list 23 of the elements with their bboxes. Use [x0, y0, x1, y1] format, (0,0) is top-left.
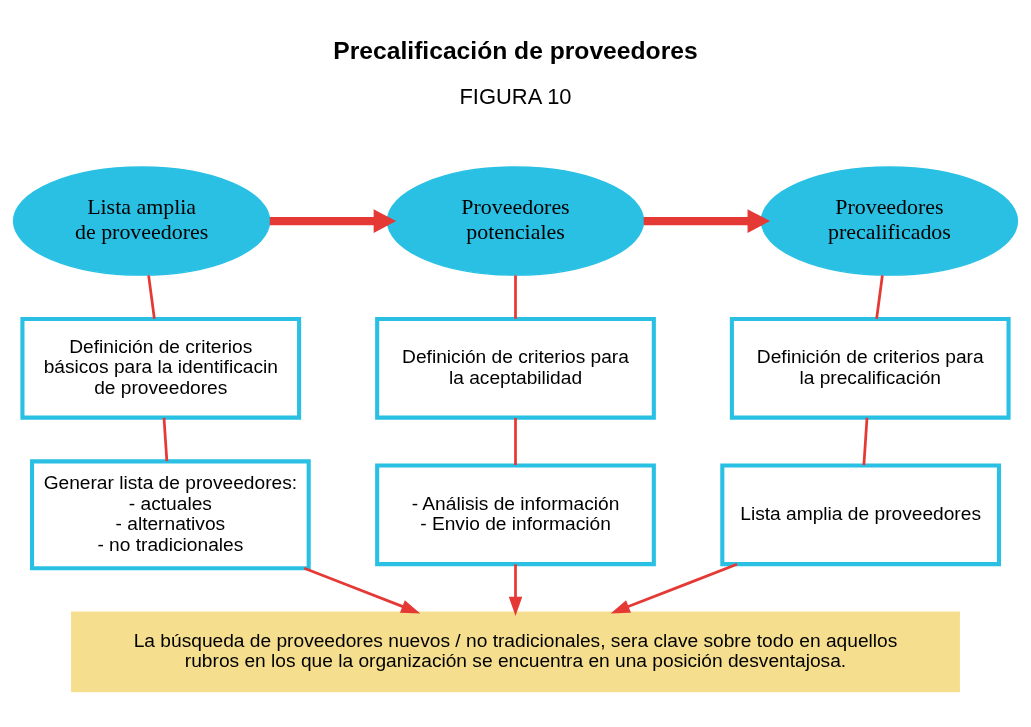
- label: FIGURA 10: [459, 83, 572, 109]
- arrow: [643, 209, 771, 233]
- node-box: - Análisis de información - Envio de información: [375, 463, 656, 567]
- connector: [514, 275, 517, 319]
- node-ellipse: Proveedores precalificados: [760, 166, 1019, 276]
- arrow: [610, 563, 738, 614]
- connector: [862, 417, 869, 466]
- connector: [162, 417, 169, 462]
- arrow: [508, 564, 523, 617]
- node-box: Definición de criterios básicos para la identificacin de proveedores: [20, 316, 302, 420]
- connector: [875, 275, 884, 319]
- node-box: Definición de criterios para la aceptabilidad: [375, 316, 656, 420]
- node-ellipse: Lista amplia de proveedores: [12, 166, 271, 276]
- arrow: [303, 567, 421, 614]
- diagram-title: Precalificación de proveedores: [333, 37, 698, 65]
- arrow: [269, 209, 397, 233]
- node-box: Generar lista de proveedores: - actuales - alternativos - no tradicionales: [29, 459, 311, 571]
- connector: [147, 275, 156, 319]
- node-box: La búsqueda de proveedores nuevos / no tradicionales, sera clave sobre todo en aquellos rubros en los que la organización se encuentra en una posición desventajosa.: [71, 611, 960, 693]
- node-ellipse: Proveedores potenciales: [386, 166, 645, 276]
- connector: [514, 417, 517, 466]
- node-box: Definición de criterios para la precalificación: [729, 316, 1011, 420]
- node-box: Lista amplia de proveedores: [720, 463, 1002, 567]
